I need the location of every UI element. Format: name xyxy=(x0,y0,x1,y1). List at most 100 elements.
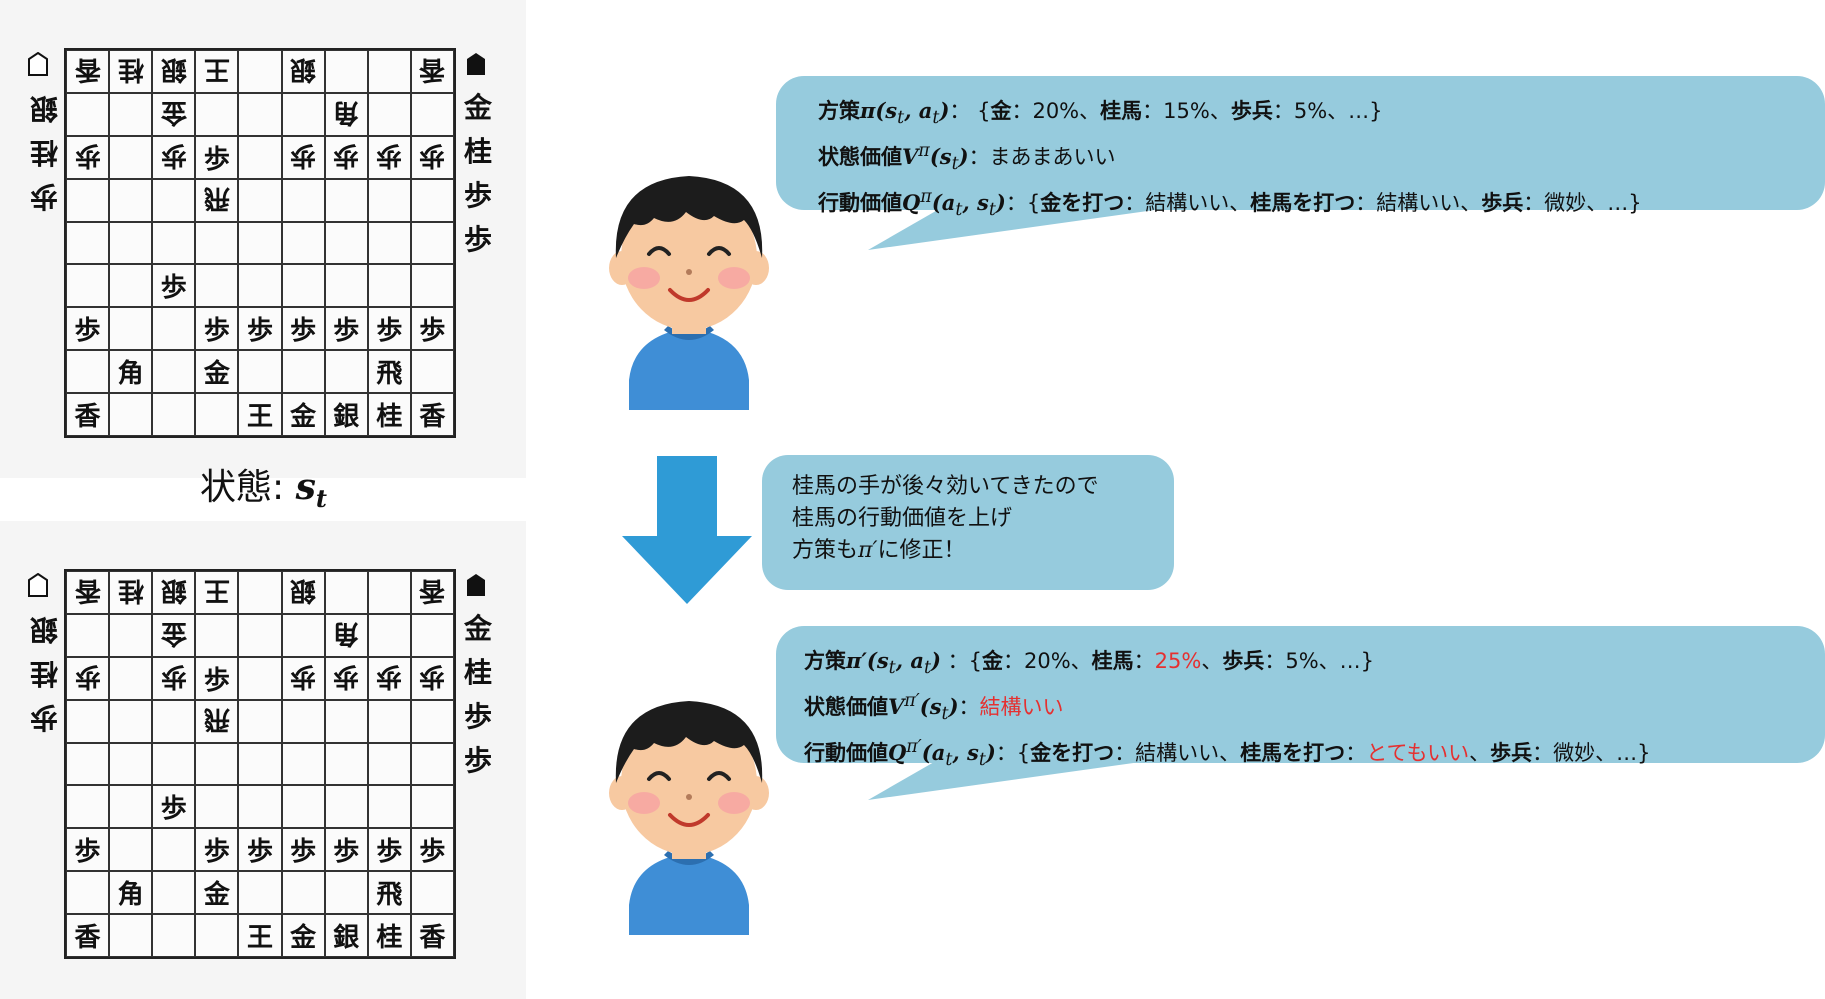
board-square xyxy=(410,92,454,136)
board-square-piece: 歩 xyxy=(238,307,282,351)
board-square-piece: 歩 xyxy=(281,828,325,872)
hand-piece: 桂 xyxy=(29,657,58,690)
board-square xyxy=(410,785,454,829)
board-square xyxy=(238,264,282,308)
hand-piece: 桂 xyxy=(29,136,58,169)
board-square xyxy=(66,221,110,265)
board-square xyxy=(238,656,282,700)
board-square xyxy=(66,699,110,743)
board-square-piece: 金 xyxy=(152,92,196,136)
board-square xyxy=(195,785,239,829)
board-square xyxy=(195,92,239,136)
piece-label: 桂 xyxy=(117,53,144,84)
piece-label: 香 xyxy=(74,923,101,954)
board-square xyxy=(324,50,368,93)
piece-label: 香 xyxy=(419,402,446,433)
board-square xyxy=(152,742,196,786)
piece-label: 銀 xyxy=(160,53,187,84)
board-square xyxy=(410,613,454,657)
person-illustration-top xyxy=(609,176,769,410)
piece-label: 歩 xyxy=(74,139,101,170)
board-square xyxy=(238,699,282,743)
speech-bubble-bottom: 方策π′(st, at) ：{金：20%、桂馬：25%、歩兵：5%、…} 状態価… xyxy=(776,626,1825,771)
board-square xyxy=(281,742,325,786)
piece-label: 飛 xyxy=(203,182,230,213)
board-square-piece: 金 xyxy=(281,914,325,957)
board-panel-top: 銀桂歩 香桂銀王銀香金角歩歩歩歩歩歩歩飛歩歩歩歩歩歩歩歩角金飛香王金銀桂香 金桂… xyxy=(0,0,526,478)
piece-label: 桂 xyxy=(376,923,403,954)
board-square-piece: 金 xyxy=(281,393,325,436)
board-square xyxy=(238,571,282,614)
board-square xyxy=(109,785,153,829)
board-square xyxy=(324,571,368,614)
board-square xyxy=(109,914,153,957)
board-square xyxy=(324,742,368,786)
board-square xyxy=(152,221,196,265)
update-message-line-1: 桂馬の手が後々効いてきたので xyxy=(792,474,1099,499)
board-square-piece: 金 xyxy=(195,871,239,915)
board-square xyxy=(152,828,196,872)
piece-label: 金 xyxy=(203,359,230,390)
piece-label: 角 xyxy=(117,880,144,911)
board-square xyxy=(324,350,368,394)
board-square xyxy=(281,871,325,915)
board-square xyxy=(281,264,325,308)
board-square-piece: 歩 xyxy=(195,307,239,351)
piece-label: 歩 xyxy=(290,660,317,691)
board-square-piece: 桂 xyxy=(109,571,153,614)
piece-label: 歩 xyxy=(74,316,101,347)
board-square xyxy=(109,135,153,179)
board-square xyxy=(367,613,411,657)
board-square-piece: 銀 xyxy=(152,50,196,93)
board-square-piece: 歩 xyxy=(324,307,368,351)
speech-bubble-tail-bottom xyxy=(868,754,1198,800)
board-square xyxy=(324,264,368,308)
piece-label: 桂 xyxy=(117,574,144,605)
board-square-piece: 王 xyxy=(238,914,282,957)
piece-label: 香 xyxy=(419,923,446,954)
board-square-piece: 金 xyxy=(152,613,196,657)
piece-label: 銀 xyxy=(333,923,360,954)
piece-label: 歩 xyxy=(376,139,403,170)
shogi-board-top: 香桂銀王銀香金角歩歩歩歩歩歩歩飛歩歩歩歩歩歩歩歩角金飛香王金銀桂香 xyxy=(64,48,456,438)
updated-state-value-line: 状態価値Vπ′(st)：結構いい xyxy=(804,691,1064,725)
board-square xyxy=(281,350,325,394)
state-label: 状態: st xyxy=(200,458,327,513)
hand-piece: 歩 xyxy=(29,701,58,734)
piece-label: 歩 xyxy=(333,660,360,691)
board-square xyxy=(238,785,282,829)
policy-line: 方策π(st, at)： {金：20%、桂馬：15%、歩兵：5%、…} xyxy=(818,98,1383,129)
board-square-piece: 香 xyxy=(410,50,454,93)
gote-hand-bottom: 銀桂歩 xyxy=(26,607,62,739)
board-square xyxy=(195,742,239,786)
board-square xyxy=(410,699,454,743)
board-square-piece: 金 xyxy=(195,350,239,394)
board-square-piece: 香 xyxy=(410,393,454,436)
board-square xyxy=(109,656,153,700)
board-square xyxy=(195,393,239,436)
board-square xyxy=(238,50,282,93)
sente-hand-bottom: 金桂歩歩 xyxy=(460,607,496,783)
piece-label: 歩 xyxy=(376,316,403,347)
board-square-piece: 王 xyxy=(238,393,282,436)
piece-label: 飛 xyxy=(203,703,230,734)
piece-label: 歩 xyxy=(160,660,187,691)
board-square-piece: 香 xyxy=(66,393,110,436)
board-square xyxy=(367,92,411,136)
board-square-piece: 桂 xyxy=(367,914,411,957)
board-square-piece: 香 xyxy=(410,914,454,957)
board-square xyxy=(367,221,411,265)
board-square-piece: 歩 xyxy=(281,135,325,179)
board-square-piece: 歩 xyxy=(367,828,411,872)
hand-piece: 歩 xyxy=(463,744,492,777)
piece-label: 王 xyxy=(246,402,273,433)
piece-label: 歩 xyxy=(160,273,187,304)
piece-label: 香 xyxy=(74,402,101,433)
board-square xyxy=(66,178,110,222)
board-square xyxy=(238,871,282,915)
piece-label: 歩 xyxy=(203,144,230,175)
board-square xyxy=(109,742,153,786)
hand-piece: 銀 xyxy=(29,92,58,125)
board-square xyxy=(324,699,368,743)
board-square xyxy=(281,699,325,743)
